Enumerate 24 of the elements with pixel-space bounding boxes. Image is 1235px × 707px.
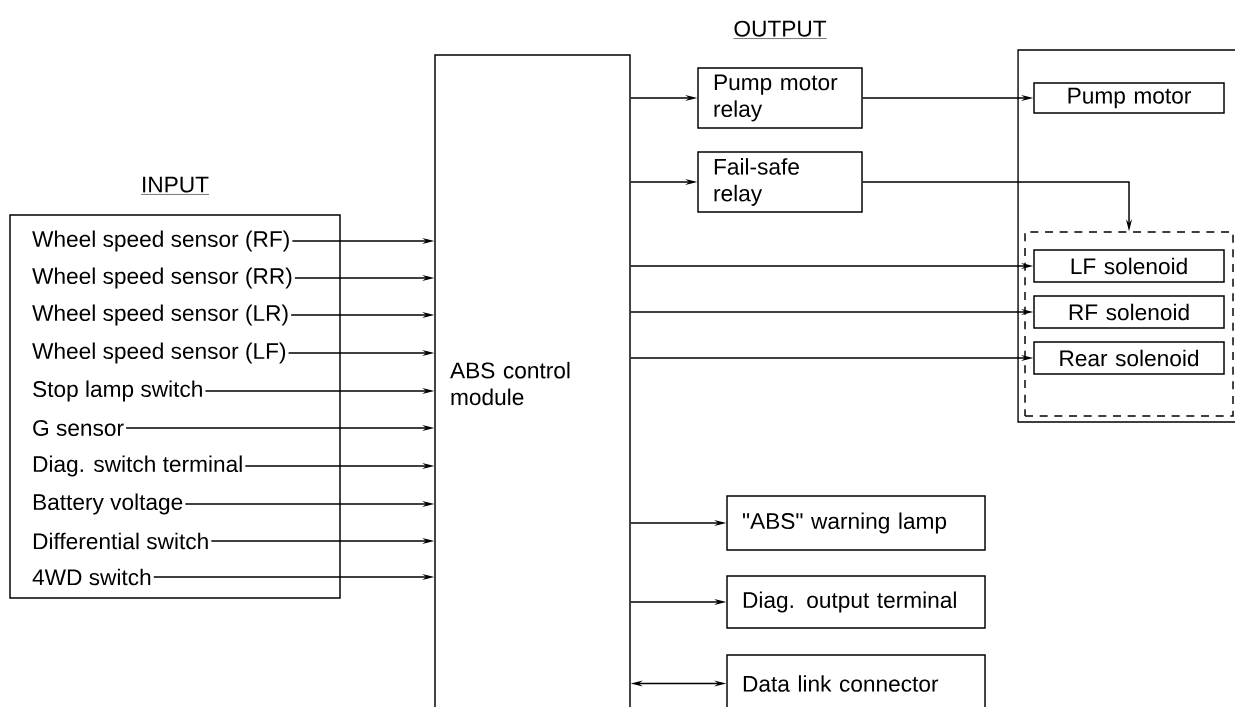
output-box: "ABS" warning lamp (726, 495, 986, 551)
output-box: Data link connector (726, 654, 986, 707)
input-signal-label: Differential switch (33, 532, 208, 550)
control-module-box: ABS control module (434, 54, 631, 707)
section-heading: INPUT (140, 176, 210, 195)
output-box: Fail-safe relay (697, 151, 863, 213)
output-box: Rear solenoid (1033, 341, 1225, 375)
input-signal-label: Battery voltage (33, 493, 183, 515)
input-signal-label: Wheel speed sensor (LR) (32, 304, 288, 326)
output-box: Pump motor (1033, 82, 1225, 114)
section-heading: OUTPUT (733, 20, 827, 39)
input-signal-label: Diag. switch terminal (33, 455, 242, 477)
input-signal-label: Stop lamp switch (33, 380, 202, 402)
output-box: RF solenoid (1033, 295, 1225, 329)
output-box: Diag. output terminal (726, 575, 986, 629)
input-signal-label: 4WD switch (32, 568, 151, 586)
solenoid-group-box (1024, 231, 1234, 417)
component-group-box (1017, 49, 1235, 423)
input-signal-label: Wheel speed sensor (LF) (32, 342, 286, 364)
input-signal-label: Wheel speed sensor (RF) (32, 230, 289, 252)
output-box: Pump motor relay (697, 67, 863, 129)
input-signal-label: Wheel speed sensor (RR) (32, 267, 292, 289)
input-signal-label: G sensor (33, 420, 124, 437)
output-box: LF solenoid (1033, 249, 1225, 283)
